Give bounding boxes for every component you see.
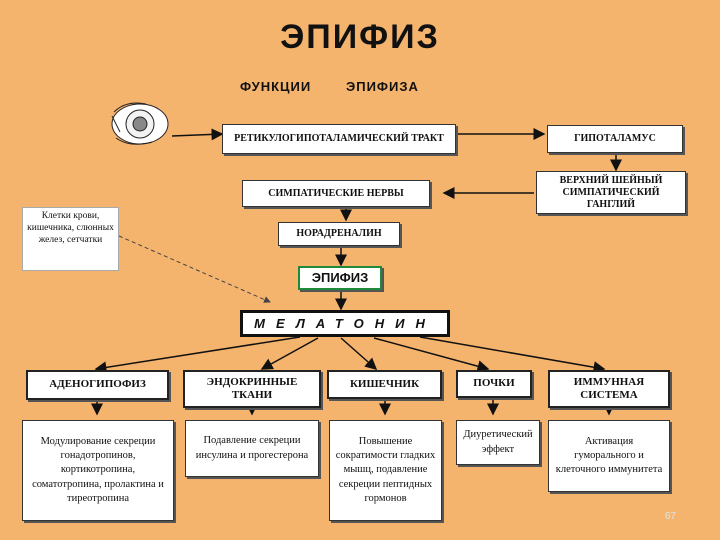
subtitle-functions: ФУНКЦИИ [240, 79, 312, 94]
category-endocrine-tissues: ЭНДОКРИННЫЕ ТКАНИ [183, 370, 321, 408]
melatonin-box: МЕЛАТОНИН [240, 310, 450, 337]
sympathetic-nerves-box: СИМПАТИЧЕСКИЕ НЕРВЫ [242, 180, 430, 207]
category-adenohypophysis: АДЕНОГИПОФИЗ [26, 370, 169, 400]
category-kidneys: ПОЧКИ [456, 370, 532, 398]
eye-icon [111, 102, 169, 145]
subtitle-epiphysis: ЭПИФИЗА [346, 79, 419, 94]
epiphysis-box: ЭПИФИЗ [298, 266, 382, 290]
noradrenaline-box: НОРАДРЕНАЛИН [278, 222, 400, 246]
ganglion-box: ВЕРХНИЙ ШЕЙНЫЙ СИМПАТИЧЕСКИЙ ГАНГЛИЙ [536, 171, 686, 214]
side-note-box: Клетки крови, кишечника, слюнных желез, … [22, 207, 119, 271]
category-immune-system: ИММУННАЯ СИСТЕМА [548, 370, 670, 408]
category-intestine: КИШЕЧНИК [327, 370, 442, 399]
effect-intestine: Повышение сократимости гладких мышц, под… [329, 420, 442, 521]
effect-endocrine-tissues: Подавление секреции инсулина и прогестер… [185, 420, 319, 477]
effect-adenohypophysis: Модулирование секреции гонадотропинов, к… [22, 420, 174, 521]
retinohypothalamic-tract-box: РЕТИКУЛОГИПОТАЛАМИЧЕСКИЙ ТРАКТ [222, 124, 456, 154]
page-title: ЭПИФИЗ [280, 18, 440, 56]
effect-kidneys: Диуретический эффект [456, 420, 540, 465]
effect-immune-system: Активация гуморального и клеточного имму… [548, 420, 670, 492]
hypothalamus-box: ГИПОТАЛАМУС [547, 125, 683, 153]
page-number: 67 [664, 511, 676, 522]
